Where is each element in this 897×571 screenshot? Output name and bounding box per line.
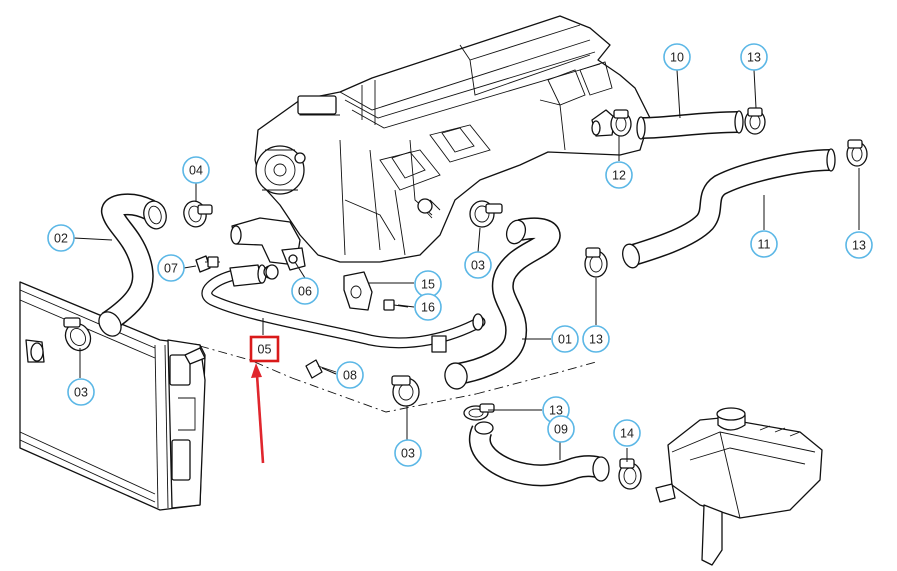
svg-text:03: 03	[74, 386, 88, 400]
hose-10	[636, 110, 744, 140]
expansion-tank	[655, 407, 823, 566]
callout-03-center: 03	[394, 439, 422, 467]
svg-text:10: 10	[670, 51, 684, 65]
clamp-13-lower	[463, 403, 495, 421]
svg-text:12: 12	[612, 169, 626, 183]
clamp-03-center	[391, 375, 420, 407]
bolt-16	[383, 299, 409, 311]
callout-08: 08	[336, 361, 364, 389]
svg-text:14: 14	[620, 427, 634, 441]
clamp-03-right	[469, 200, 503, 228]
callout-13-top: 13	[740, 43, 768, 71]
pipe-05	[201, 264, 486, 353]
svg-text:13: 13	[747, 51, 761, 65]
svg-text:13: 13	[589, 333, 603, 347]
svg-text:16: 16	[421, 301, 435, 315]
clamp-13-far	[846, 139, 868, 167]
callout-13-far: 13	[845, 231, 873, 259]
callout-12: 12	[605, 161, 633, 189]
callout-13-mid: 13	[582, 325, 610, 353]
callout-03-right: 03	[464, 251, 492, 279]
clamp-12	[610, 109, 632, 137]
hose-11	[622, 148, 836, 269]
hose-01	[444, 217, 561, 390]
svg-text:03: 03	[471, 259, 485, 273]
callout-05-highlighted: 05	[249, 335, 280, 363]
callout-14: 14	[613, 419, 641, 447]
callout-04: 04	[182, 156, 210, 184]
clamp-03-left	[63, 317, 92, 352]
o-ring-06	[265, 264, 279, 280]
hose-09	[468, 421, 610, 487]
clamp-13-mid	[584, 247, 608, 278]
svg-text:13: 13	[549, 404, 563, 418]
svg-text:04: 04	[189, 164, 203, 178]
bolt-08	[305, 359, 337, 379]
callout-02: 02	[47, 224, 75, 252]
callout-16: 16	[414, 293, 442, 321]
water-pump-outlet	[230, 217, 306, 271]
callout-09: 09	[547, 415, 575, 443]
svg-text:15: 15	[421, 278, 435, 292]
svg-text:03: 03	[401, 447, 415, 461]
svg-text:11: 11	[758, 238, 771, 252]
svg-text:05: 05	[258, 343, 272, 357]
clamp-14	[618, 458, 642, 490]
callout-15: 15	[414, 270, 442, 298]
thermostat-housing	[591, 109, 616, 137]
svg-text:08: 08	[343, 369, 357, 383]
hose-02	[98, 193, 167, 337]
svg-text:09: 09	[554, 423, 568, 437]
callout-03-left: 03	[67, 378, 95, 406]
svg-text:01: 01	[558, 333, 572, 347]
clamp-13-top	[744, 107, 766, 135]
svg-text:07: 07	[164, 262, 178, 276]
clamp-04	[183, 200, 213, 228]
callout-01: 01	[551, 325, 579, 353]
svg-text:13: 13	[852, 239, 866, 253]
bolt-07	[195, 255, 220, 273]
leader-lines	[73, 69, 860, 462]
bracket-15	[343, 271, 373, 311]
svg-text:02: 02	[54, 232, 68, 246]
svg-text:06: 06	[298, 285, 312, 299]
engine-block	[254, 15, 651, 263]
callout-10: 10	[663, 43, 691, 71]
callout-11: 11	[750, 230, 778, 258]
callout-07: 07	[157, 254, 185, 282]
callout-06: 06	[291, 277, 319, 305]
pointer-arrow	[251, 363, 265, 464]
